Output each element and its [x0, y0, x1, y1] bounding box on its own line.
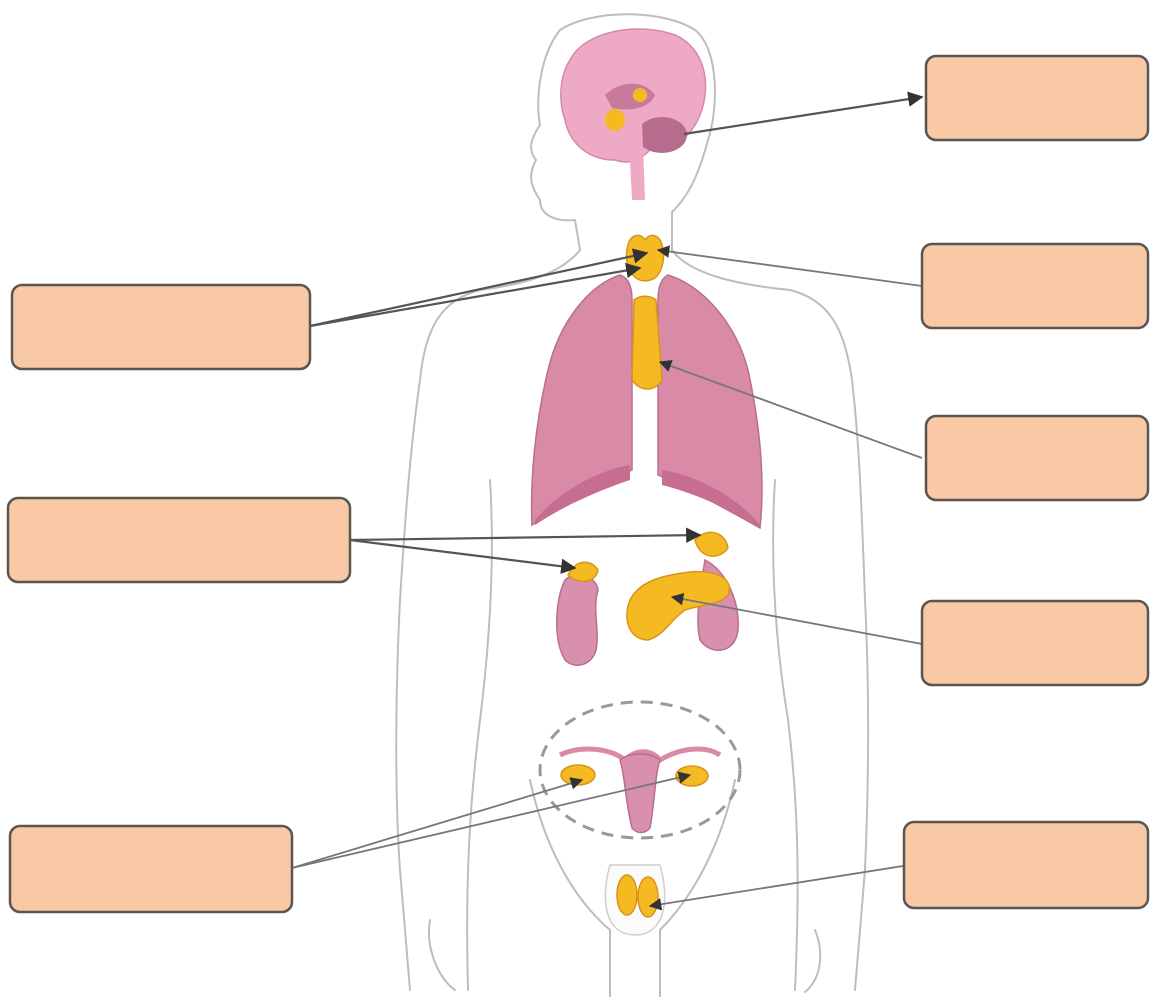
- label-box-testis[interactable]: [904, 822, 1148, 908]
- pituitary-gland: [605, 109, 625, 131]
- reproductive-region: [540, 702, 740, 838]
- label-box-pineal[interactable]: [926, 56, 1148, 140]
- pineal-gland: [633, 88, 647, 102]
- brain: [561, 29, 706, 200]
- leader-ovary-1: [292, 780, 582, 868]
- cerebellum: [637, 117, 687, 153]
- label-box-adrenal[interactable]: [8, 498, 350, 582]
- leader-pineal: [684, 97, 922, 134]
- label-box-thymus[interactable]: [926, 416, 1148, 500]
- label-box-parathyroid[interactable]: [922, 244, 1148, 328]
- label-box-ovary[interactable]: [10, 826, 292, 912]
- adrenal-gland-left: [568, 562, 598, 581]
- leader-lines: [292, 97, 922, 906]
- leader-adrenal-2: [350, 535, 700, 540]
- leader-adrenal-1: [350, 540, 575, 568]
- thyroid-gland: [626, 235, 663, 281]
- testes: [605, 865, 664, 935]
- leader-testis: [650, 866, 903, 906]
- label-box-pancreas[interactable]: [922, 601, 1148, 685]
- leader-parathyroid: [658, 250, 922, 286]
- label-box-thyroid[interactable]: [12, 285, 310, 369]
- thymus-gland: [632, 296, 662, 389]
- ovary-right: [676, 766, 708, 786]
